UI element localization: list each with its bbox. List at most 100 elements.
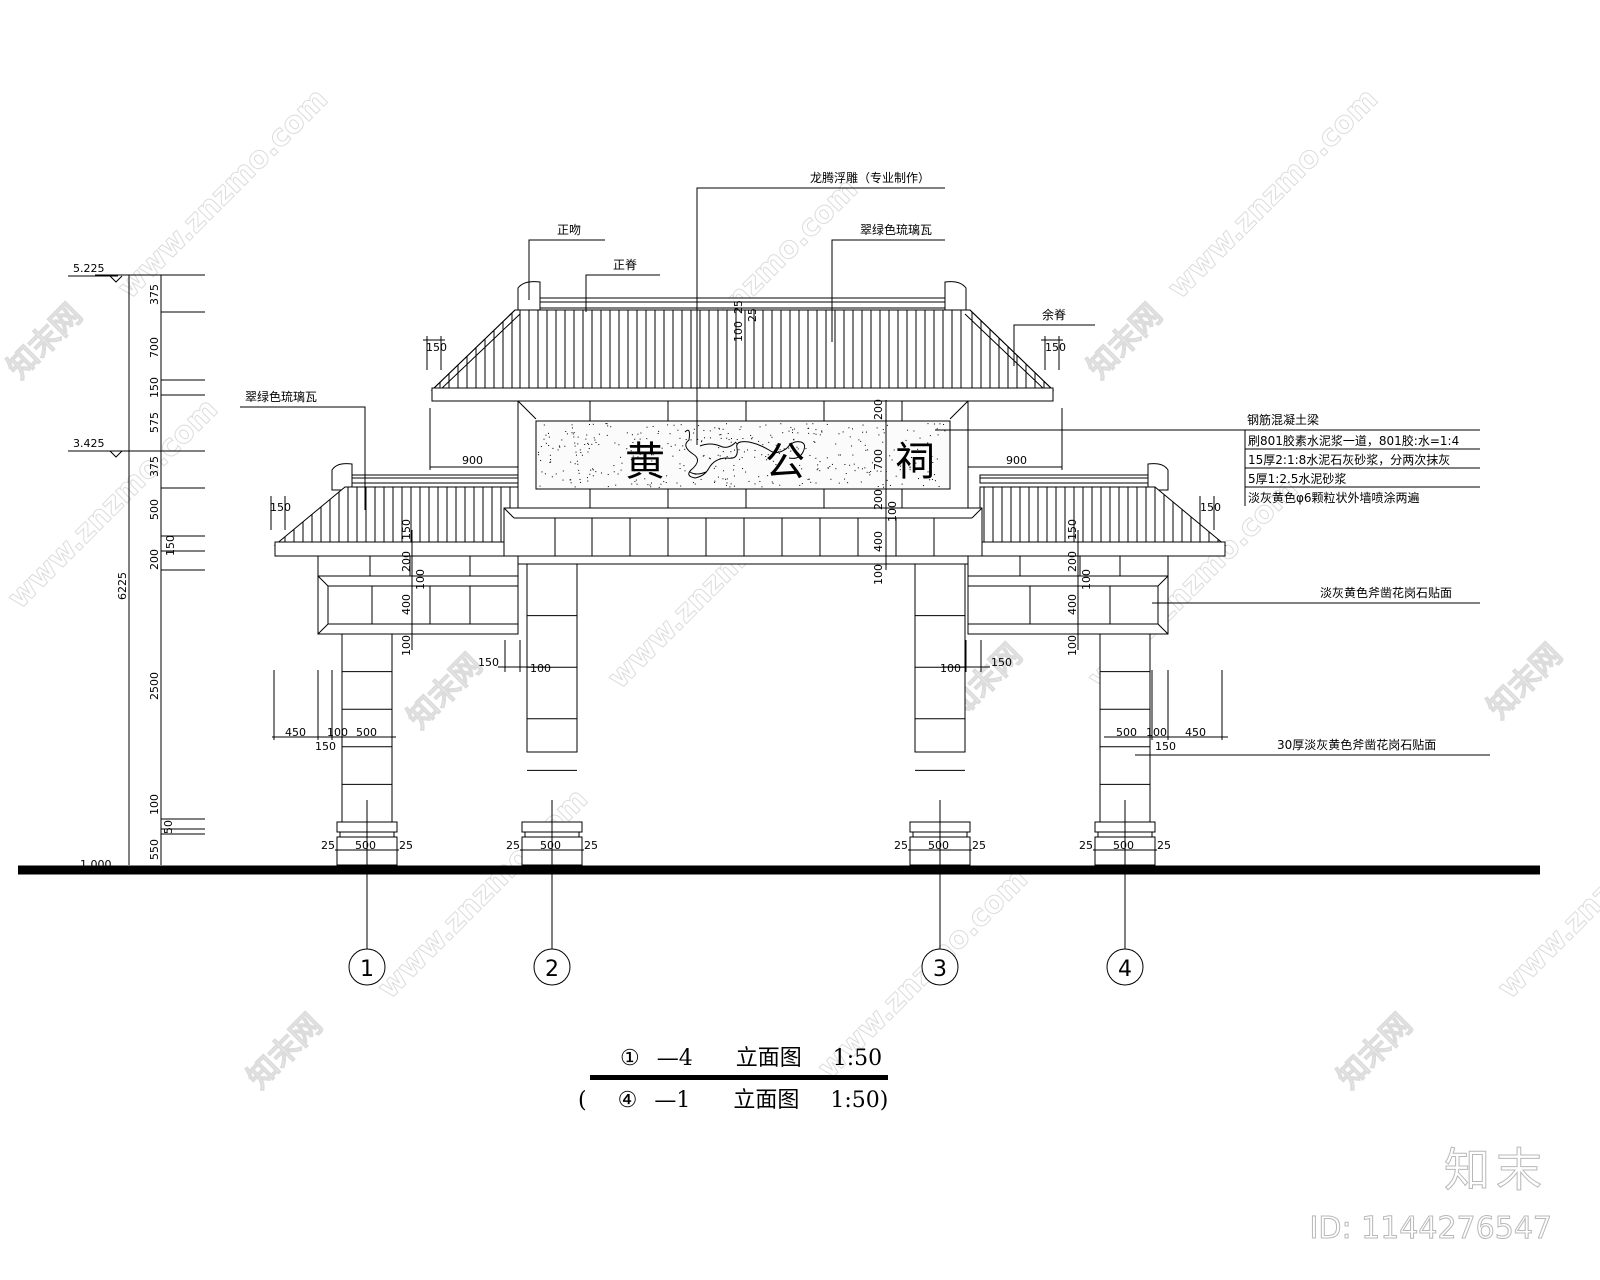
- svg-text:100: 100: [1066, 635, 1079, 656]
- title-label: 立面图: [733, 1088, 800, 1113]
- svg-text:500: 500: [148, 499, 161, 520]
- svg-text:100: 100: [732, 321, 745, 342]
- side-roof-right: [979, 463, 1227, 557]
- svg-text:25: 25: [1157, 839, 1171, 852]
- label-granite-facing: 淡灰黄色斧凿花岗石贴面: [1320, 585, 1452, 600]
- svg-text:知末网: 知末网: [1481, 637, 1569, 725]
- axis-markers: 1 2 3 4: [348, 800, 1144, 986]
- resource-id: ID: 1144276547: [1309, 1211, 1552, 1247]
- axis-to: 4: [678, 1046, 693, 1071]
- elevation-scale: 5.225 3.425 1.000 6225 375 700 150 575 3…: [68, 262, 205, 873]
- beam-layer-2: 15厚2:1:8水泥石灰砂浆，分两次抹灰: [1248, 452, 1450, 467]
- svg-text:500: 500: [355, 839, 376, 852]
- svg-text:150: 150: [1155, 740, 1176, 753]
- title-underline: [590, 1075, 888, 1080]
- axis-marker-4: 4: [1106, 948, 1144, 986]
- svg-text:150: 150: [1066, 519, 1079, 540]
- svg-text:150: 150: [148, 377, 161, 398]
- svg-text:150: 150: [1200, 501, 1221, 514]
- brand-logo: 知末: [1444, 1143, 1548, 1198]
- axis-from-symbol: ①: [620, 1046, 640, 1071]
- svg-text:6225: 6225: [116, 572, 129, 600]
- title-sep: —: [654, 1088, 677, 1113]
- axis-marker-1: 1: [348, 948, 386, 986]
- paren-open: (: [578, 1088, 587, 1113]
- svg-text:500: 500: [540, 839, 561, 852]
- elevation-marker: 5.225: [68, 262, 123, 283]
- svg-text:1: 1: [360, 957, 374, 982]
- axis-marker-2: 2: [533, 948, 571, 986]
- svg-text:100: 100: [414, 569, 427, 590]
- svg-text:知末网: 知末网: [1331, 1007, 1419, 1095]
- svg-text:www.znzmo.com: www.znzmo.com: [1491, 782, 1600, 1006]
- svg-text:3.425: 3.425: [73, 437, 105, 450]
- side-beam-right: [967, 555, 1169, 635]
- title-label: 立面图: [735, 1046, 802, 1071]
- label-main-ridge: 正脊: [613, 258, 637, 272]
- svg-text:200: 200: [400, 551, 413, 572]
- beam-layer-4: 淡灰黄色φ6颗粒状外墙喷涂两遍: [1248, 490, 1420, 505]
- svg-text:100: 100: [327, 726, 348, 739]
- svg-text:25: 25: [746, 308, 759, 322]
- svg-text:500: 500: [356, 726, 377, 739]
- side-beam-left: [317, 555, 519, 635]
- svg-text:700: 700: [872, 449, 885, 470]
- axis-from-symbol: ④: [617, 1088, 638, 1113]
- svg-text:25: 25: [972, 839, 986, 852]
- beam-layer-1: 刷801胶素水泥浆一道，801胶:水=1:4: [1248, 433, 1459, 448]
- axis-to: 1: [676, 1088, 691, 1113]
- svg-text:500: 500: [928, 839, 949, 852]
- svg-text:900: 900: [462, 454, 483, 467]
- svg-text:200: 200: [872, 489, 885, 510]
- svg-text:www.znzmo.com: www.znzmo.com: [1, 392, 225, 616]
- annotations: 龙腾浮雕（专业制作） 正吻 正脊 翠绿色琉璃瓦 翠绿色琉璃瓦 余脊 钢筋混凝土梁…: [240, 170, 1490, 756]
- svg-text:4: 4: [1118, 957, 1132, 982]
- ridge-ornament-right: [944, 281, 967, 311]
- svg-text:550: 550: [148, 839, 161, 860]
- svg-text:25: 25: [584, 839, 598, 852]
- svg-text:50: 50: [162, 820, 175, 834]
- svg-text:700: 700: [148, 337, 161, 358]
- svg-text:25: 25: [894, 839, 908, 852]
- svg-text:150: 150: [400, 519, 413, 540]
- title-scale: 1:50): [830, 1088, 889, 1113]
- vertical-dimension-labels: 375 700 150 575 375 500 150 200 2500 100…: [148, 284, 177, 860]
- axis-marker-3: 3: [921, 948, 959, 986]
- svg-text:www.znzmo.com: www.znzmo.com: [111, 82, 335, 306]
- svg-text:知末网: 知末网: [1, 297, 89, 385]
- drawing-title-main: ① —4 立面图 1:50: [620, 1040, 882, 1072]
- svg-text:知末网: 知末网: [401, 647, 489, 735]
- svg-text:500: 500: [1113, 839, 1134, 852]
- svg-text:100: 100: [400, 635, 413, 656]
- svg-text:150: 150: [1045, 341, 1066, 354]
- svg-text:200: 200: [872, 399, 885, 420]
- svg-text:200: 200: [1066, 551, 1079, 572]
- svg-text:100: 100: [1146, 726, 1167, 739]
- svg-text:100: 100: [872, 564, 885, 585]
- plaque-char-1: 黄: [625, 439, 665, 485]
- svg-text:5.225: 5.225: [73, 262, 105, 275]
- svg-text:400: 400: [400, 594, 413, 615]
- svg-text:25: 25: [1079, 839, 1093, 852]
- svg-text:375: 375: [148, 284, 161, 305]
- svg-text:100: 100: [886, 501, 899, 522]
- svg-text:25: 25: [321, 839, 335, 852]
- svg-text:100: 100: [148, 794, 161, 815]
- svg-text:25: 25: [506, 839, 520, 852]
- svg-text:100: 100: [530, 662, 551, 675]
- dragon-relief: [684, 429, 806, 479]
- svg-text:2500: 2500: [148, 672, 161, 700]
- label-glazed-tile-top: 翠绿色琉璃瓦: [860, 222, 932, 237]
- svg-text:150: 150: [164, 535, 177, 556]
- plaque-char-3: 祠: [895, 439, 935, 485]
- svg-text:375: 375: [148, 456, 161, 477]
- svg-text:150: 150: [426, 341, 447, 354]
- label-dragon-relief: 龙腾浮雕（专业制作）: [810, 170, 930, 185]
- svg-text:3: 3: [933, 957, 947, 982]
- title-sep: —: [656, 1046, 679, 1071]
- drawing-title-alt: ( ④ —1 立面图 1:50): [578, 1082, 888, 1114]
- plaque-char-2: 公: [765, 439, 805, 485]
- title-scale: 1:50: [832, 1046, 883, 1071]
